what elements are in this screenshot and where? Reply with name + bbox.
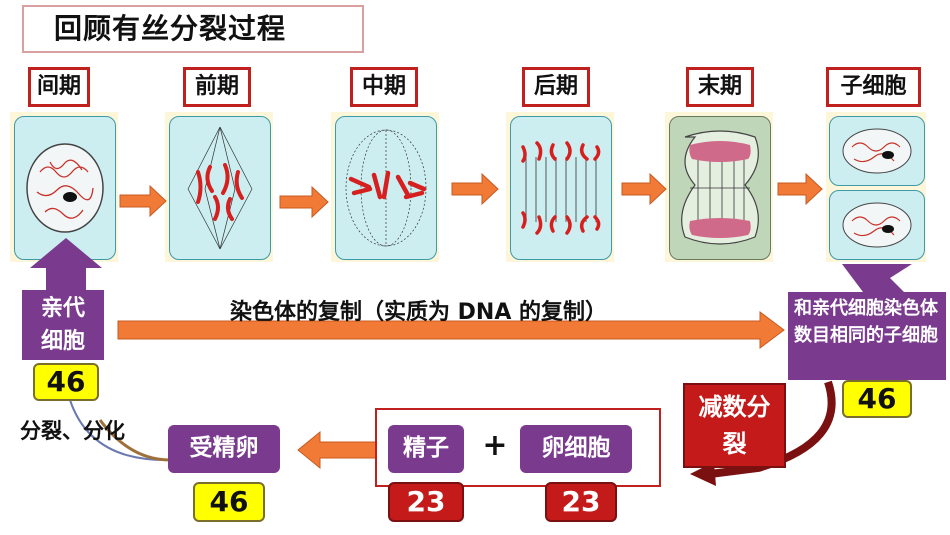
arrow-prophase-to-metaphase: [279, 185, 329, 219]
meiosis-box: 减数分裂: [683, 383, 786, 468]
parent-cell-number: 46: [33, 363, 99, 401]
daughter-cells-text-box: 和亲代细胞染色体数目相同的子细胞: [788, 292, 946, 380]
sperm-box: 精子: [388, 425, 464, 473]
parent-cell-box: 亲代细胞: [22, 290, 104, 360]
page-title: 回顾有丝分裂过程: [22, 5, 364, 53]
arrow-metaphase-to-anaphase: [451, 172, 499, 206]
phase-label-interphase: 间期: [28, 67, 90, 107]
main-replication-arrow: [117, 311, 785, 349]
plus-sign: +: [482, 428, 508, 463]
anaphase-cell-image: [506, 112, 614, 262]
egg-number: 23: [545, 482, 617, 522]
down-arrow-daughter: [842, 264, 912, 296]
telophase-cell-image: [665, 112, 773, 262]
zygote-number: 46: [193, 482, 265, 522]
interphase-cell-image: [10, 112, 118, 262]
prophase-cell-image: [165, 112, 273, 262]
metaphase-cell-image: [331, 112, 439, 262]
phase-label-metaphase: 中期: [350, 67, 418, 107]
differentiation-text: 分裂、分化: [20, 419, 125, 443]
egg-box: 卵细胞: [520, 425, 632, 473]
arrow-gametes-to-zygote: [297, 430, 377, 470]
sperm-number: 23: [388, 482, 464, 522]
phase-label-daughter-cells: 子细胞: [826, 67, 921, 107]
phase-label-telophase: 末期: [686, 67, 754, 107]
up-arrow-parent: [30, 238, 102, 290]
phase-label-anaphase: 后期: [522, 67, 590, 107]
daughter-cells-image: [826, 112, 926, 262]
arrow-telophase-to-daughter: [777, 172, 823, 206]
differentiation-curve: [69, 399, 166, 461]
arrow-anaphase-to-telophase: [621, 172, 667, 206]
parent-cell-label: 亲代细胞: [40, 296, 85, 354]
arrow-interphase-to-prophase: [119, 184, 167, 218]
zygote-box: 受精卵: [168, 425, 280, 473]
daughter-cells-number: 46: [842, 380, 912, 418]
replication-text: 染色体的复制（实质为 DNA 的复制）: [230, 300, 608, 325]
gametes-box: [375, 408, 661, 487]
phase-label-prophase: 前期: [183, 67, 251, 107]
